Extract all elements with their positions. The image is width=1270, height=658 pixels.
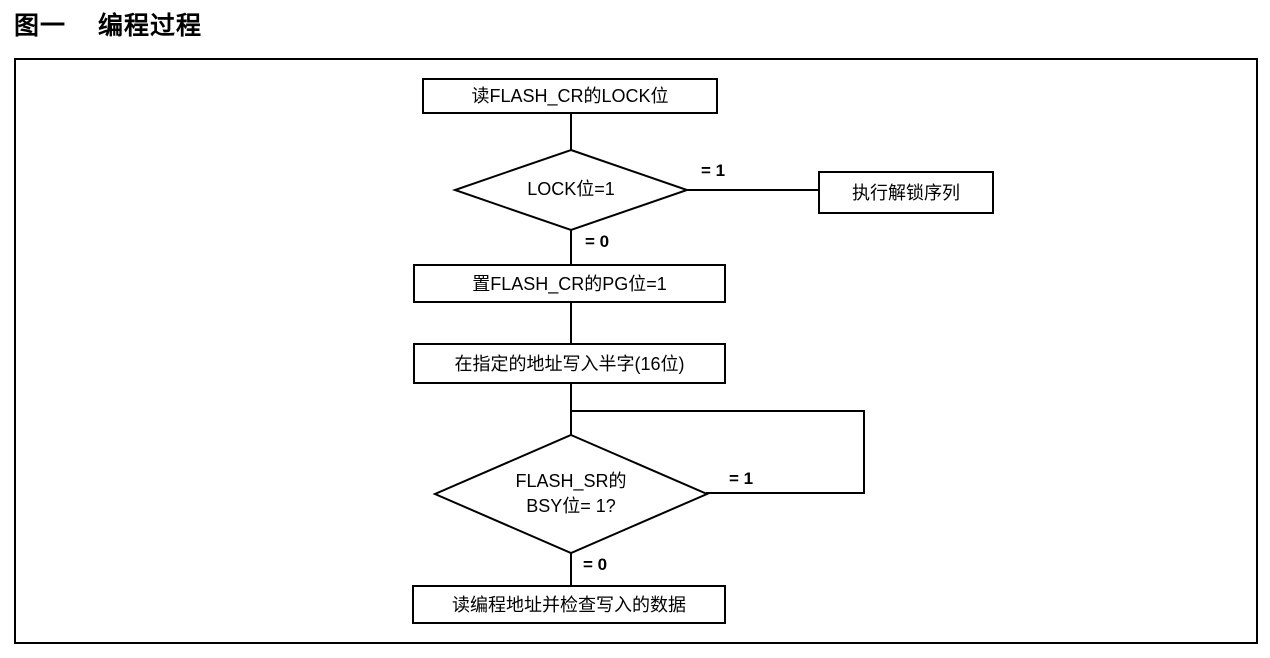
process-verify-data: 读编程地址并检查写入的数据	[412, 585, 726, 624]
edge-label-bsy-eq0: = 0	[583, 555, 608, 574]
process-write-halfword: 在指定的地址写入半字(16位)	[413, 343, 726, 384]
figure-label: 图一	[14, 12, 67, 40]
process-read-lock-bit: 读FLASH_CR的LOCK位	[422, 78, 718, 114]
process-unlock-sequence: 执行解锁序列	[818, 171, 994, 214]
edge-label-bsy-eq1: = 1	[729, 469, 754, 488]
figure-caption: 图一 编程过程	[14, 6, 202, 42]
flowchart-frame	[14, 58, 1258, 644]
process-read-lock-bit-label: 读FLASH_CR的LOCK位	[471, 86, 669, 106]
figure-title: 编程过程	[98, 12, 203, 40]
edge-label-lock-eq1: = 1	[701, 161, 726, 180]
process-unlock-sequence-label: 执行解锁序列	[852, 182, 960, 203]
process-set-pg-bit: 置FLASH_CR的PG位=1	[413, 264, 726, 303]
process-set-pg-bit-label: 置FLASH_CR的PG位=1	[472, 273, 667, 294]
process-write-halfword-label: 在指定的地址写入半字(16位)	[454, 353, 685, 374]
connector-bsy-loopback	[572, 410, 865, 494]
edge-label-lock-eq0: = 0	[585, 232, 610, 251]
bsy-decision-diamond	[432, 433, 710, 555]
lock-decision-diamond	[451, 148, 691, 232]
process-verify-data-label: 读编程地址并检查写入的数据	[452, 594, 686, 615]
